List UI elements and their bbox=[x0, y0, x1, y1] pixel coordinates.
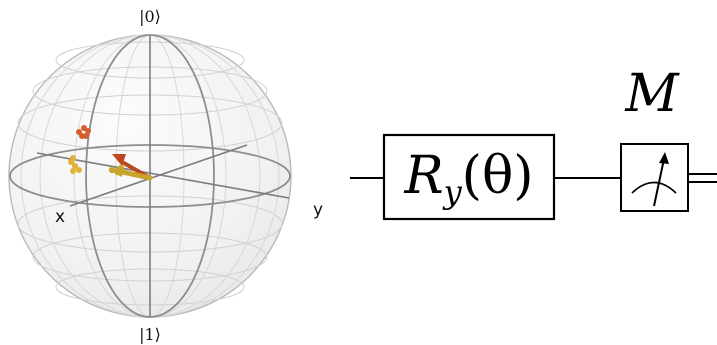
ket-one-label: |1⟩ bbox=[139, 325, 161, 344]
quantum-circuit: Ry(θ) M bbox=[350, 64, 717, 221]
ry-gate-sub: y bbox=[442, 173, 463, 211]
measurement-dial-arc bbox=[631, 181, 677, 194]
ry-gate-box bbox=[382, 133, 556, 221]
y-axis-line bbox=[36, 152, 290, 199]
ry-gate-main: R bbox=[403, 146, 443, 206]
y-axis-label: y bbox=[313, 200, 323, 220]
ket-zero-label: |0⟩ bbox=[139, 7, 161, 26]
state-vector-arrow-icon bbox=[111, 164, 153, 181]
bloch-sphere: |0⟩ |1⟩ x y bbox=[8, 7, 323, 344]
x-axis-label: x bbox=[55, 207, 65, 227]
classical-wire-icon bbox=[688, 173, 717, 183]
state-vectors bbox=[111, 154, 153, 181]
measurement-box bbox=[620, 143, 689, 212]
measurement-arrow-icon bbox=[653, 152, 669, 207]
orange-point-icon bbox=[68, 155, 82, 174]
measure-label: M bbox=[624, 64, 680, 124]
ry-gate-param: (θ) bbox=[462, 146, 534, 206]
ry-gate-label: Ry(θ) bbox=[403, 146, 533, 211]
red-point-icon bbox=[76, 125, 91, 139]
